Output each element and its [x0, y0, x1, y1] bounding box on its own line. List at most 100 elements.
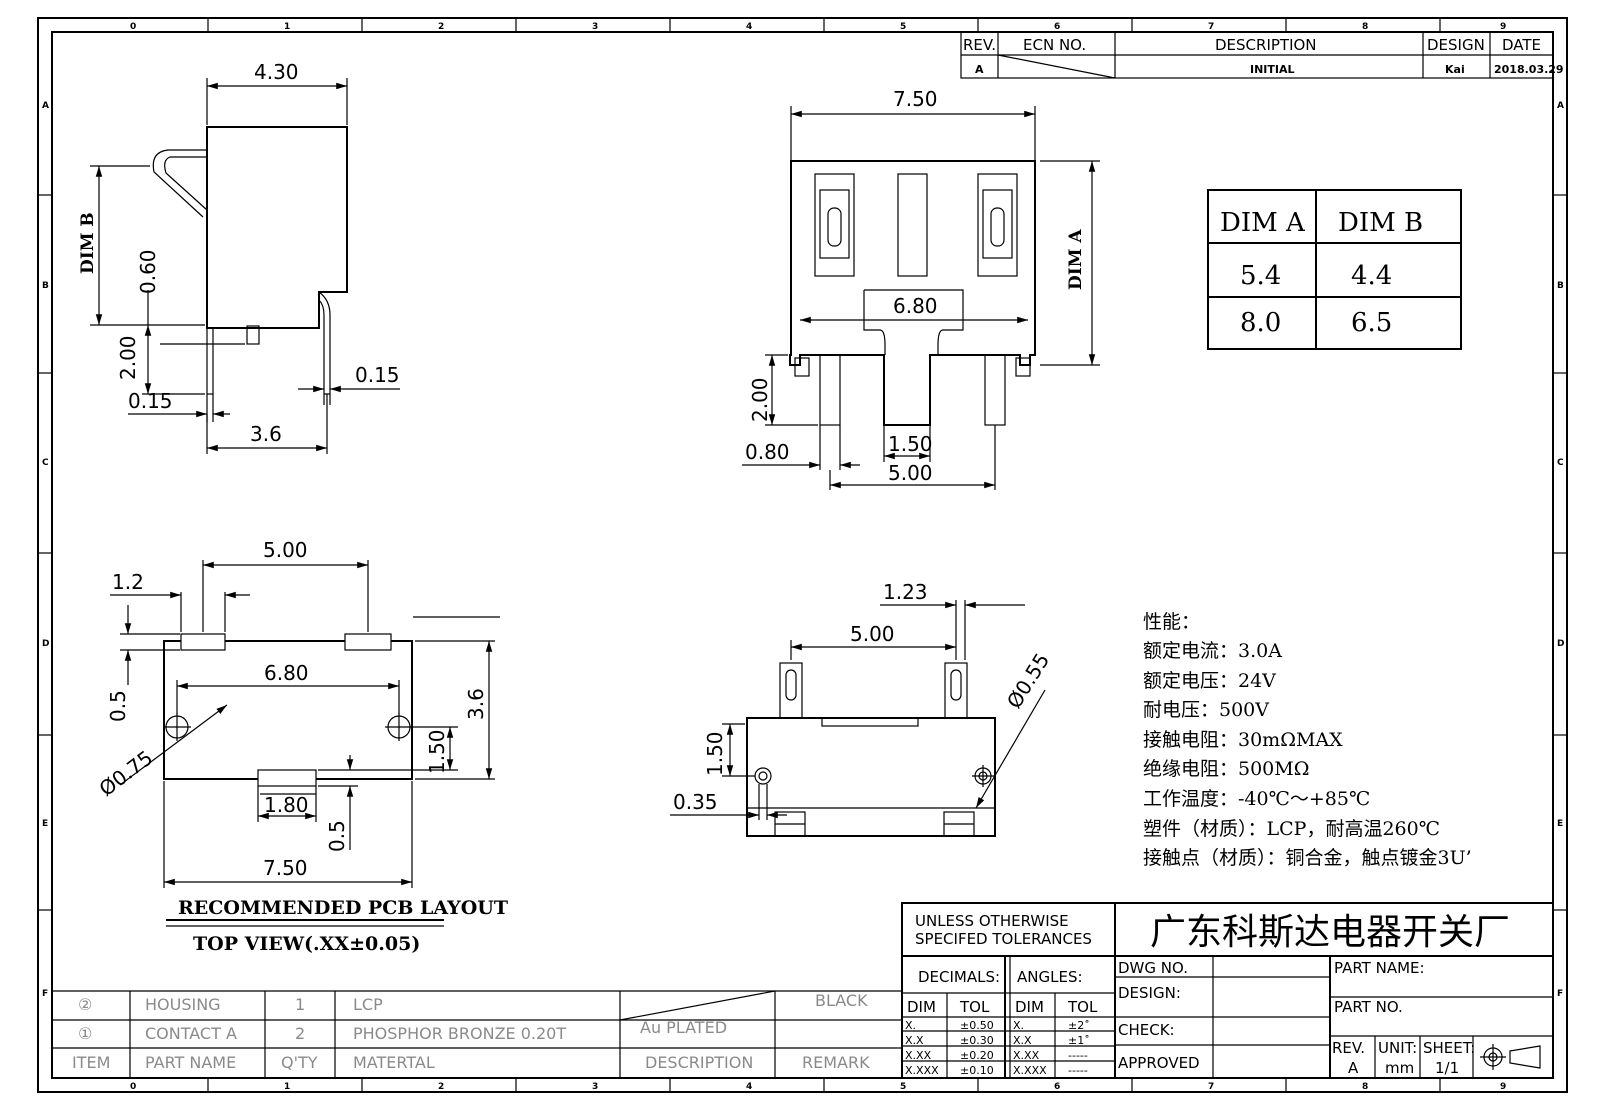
bottom-dim-1-50: 1.50 [703, 731, 727, 776]
grid-row-d-right: D [1557, 639, 1564, 649]
bottom-dim-0-35: 0.35 [673, 790, 718, 814]
tolerance-note-2: SPECIFED TOLERANCES [915, 930, 1092, 948]
description-header: DESCRIPTION [1215, 36, 1317, 54]
part-name-label: PART NAME: [1334, 959, 1425, 977]
side-dim-0-60: 0.60 [136, 249, 160, 294]
front-dim-0-80: 0.80 [745, 440, 790, 464]
company-name: 广东科斯达电器开关厂 [1150, 912, 1510, 953]
front-dim-7-50: 7.50 [893, 87, 938, 111]
tolerance-note-1: UNLESS OTHERWISE [915, 912, 1069, 930]
ang-row-1-dim: X. [1013, 1019, 1024, 1032]
bom-header-qty: Q'TY [281, 1053, 318, 1072]
bom-row-2-remark: BLACK [815, 991, 868, 1010]
dim-table-row2-a: 8.0 [1240, 308, 1281, 338]
pcb-layout: 5.00 1.2 0.5 6.80 Ø0.75 3.6 1.50 1.80 0.… [95, 538, 508, 955]
sheet-value: 1/1 [1435, 1059, 1459, 1077]
grid-col-5-bottom: 5 [900, 1082, 906, 1092]
rev-header: REV. [963, 36, 996, 54]
grid-row-d-left: D [42, 639, 49, 649]
check-label: CHECK: [1118, 1021, 1175, 1039]
front-dim-5-00: 5.00 [888, 461, 933, 485]
design-value: Kai [1445, 63, 1465, 76]
bottom-dim-phi-0-55: Ø0.55 [1002, 649, 1054, 713]
spec-line-1: 额定电流：3.0A [1143, 640, 1282, 662]
dim-table-row1-a: 5.4 [1240, 261, 1281, 291]
dec-row-4-tol: ±0.10 [960, 1064, 994, 1077]
spec-line-5: 绝缘电阻：500MΩ [1143, 758, 1309, 780]
pcb-dim-phi-0-75: Ø0.75 [95, 746, 158, 801]
sheet-label: SHEET: [1423, 1039, 1475, 1057]
dec-row-3-tol: ±0.20 [960, 1049, 994, 1062]
grid-row-a-left: A [42, 101, 49, 111]
grid-col-1-top: 1 [284, 22, 290, 32]
grid-row-a-right: A [1557, 101, 1564, 111]
dim-table-header-a: DIM A [1220, 208, 1306, 238]
grid-col-3-top: 3 [592, 22, 598, 32]
grid-col-6-top: 6 [1054, 22, 1060, 32]
date-header: DATE [1502, 36, 1541, 54]
description-value: INITIAL [1250, 63, 1295, 76]
approved-label: APPROVED [1118, 1054, 1200, 1072]
grid-col-0-top: 0 [130, 22, 136, 32]
ang-row-4-dim: X.XXX [1013, 1064, 1047, 1077]
pcb-dim-0-5-bottom: 0.5 [325, 820, 349, 852]
pcb-dim-1-50: 1.50 [425, 729, 449, 774]
grid-col-8-bottom: 8 [1362, 1082, 1368, 1092]
ang-row-2-dim: X.X [1013, 1034, 1032, 1047]
grid-col-7-bottom: 7 [1208, 1082, 1214, 1092]
dec-row-4-dim: X.XXX [905, 1064, 939, 1077]
design-header: DESIGN [1427, 36, 1485, 54]
unit-label: UNIT: [1378, 1039, 1417, 1057]
bom-row-1-desc: Au PLATED [640, 1018, 727, 1037]
spec-line-6: 工作温度：-40℃～+85℃ [1143, 788, 1370, 810]
grid-col-1-bottom: 1 [284, 1082, 290, 1092]
bom-row-1-item: ① [78, 1024, 92, 1043]
decimals-label: DECIMALS: [918, 968, 1000, 986]
rev-value: A [975, 63, 984, 76]
bom-row-2-qty: 1 [295, 995, 305, 1014]
ang-row-3-dim: X.XX [1013, 1049, 1040, 1062]
ang-row-3-tol: ----- [1068, 1049, 1088, 1062]
rev-value: A [1348, 1059, 1359, 1077]
dec-row-1-tol: ±0.50 [960, 1019, 994, 1032]
spec-line-7: 塑件（材质）：LCP，耐高温260℃ [1143, 818, 1440, 840]
specs-block: 性能： 额定电流：3.0A 额定电压：24V 耐电压：500V 接触电阻：30m… [1143, 611, 1472, 869]
spec-line-0: 性能： [1143, 611, 1200, 633]
bom-row-1-qty: 2 [295, 1024, 305, 1043]
side-dim-2-00: 2.00 [116, 335, 140, 380]
dim-table-row2-b: 6.5 [1351, 308, 1392, 338]
grid-col-6-bottom: 6 [1054, 1082, 1060, 1092]
rev-label: REV. [1332, 1039, 1365, 1057]
ang-row-1-tol: ±2˚ [1068, 1019, 1090, 1032]
side-dim-0-15-right: 0.15 [355, 363, 400, 387]
grid-row-f-right: F [1557, 989, 1563, 999]
angles-tol-header: TOL [1067, 998, 1098, 1016]
side-dim-0-15-left: 0.15 [128, 389, 173, 413]
grid-row-c-left: C [42, 458, 49, 468]
dec-row-2-tol: ±0.30 [960, 1034, 994, 1047]
side-view: 4.30 DIM B 0.60 2.00 0.15 0.15 3.6 [78, 60, 400, 454]
spec-line-3: 耐电压：500V [1143, 699, 1269, 721]
grid-col-9-top: 9 [1500, 22, 1506, 32]
revision-block: REV. ECN NO. DESCRIPTION DESIGN DATE A I… [960, 31, 1564, 79]
dec-row-2-dim: X.X [905, 1034, 924, 1047]
ecn-header: ECN NO. [1023, 36, 1086, 54]
grid-col-2-bottom: 2 [438, 1082, 444, 1092]
bottom-dim-1-23: 1.23 [883, 580, 928, 604]
bom-row-1-material: PHOSPHOR BRONZE 0.20T [353, 1024, 566, 1043]
pcb-dim-1-80: 1.80 [264, 793, 309, 817]
ang-row-2-tol: ±1˚ [1068, 1034, 1090, 1047]
pcb-layout-subtitle: TOP VIEW(.XX±0.05) [193, 933, 420, 955]
grid-col-0-bottom: 0 [130, 1082, 136, 1092]
bottom-view: 5.00 1.23 Ø0.55 1.50 0.35 [670, 580, 1054, 837]
pcb-dim-6-80: 6.80 [264, 661, 309, 685]
pcb-dim-0-5-left: 0.5 [106, 690, 130, 722]
bom-row-2-item: ② [78, 995, 92, 1014]
dec-row-3-dim: X.XX [905, 1049, 932, 1062]
grid-col-4-bottom: 4 [746, 1082, 752, 1092]
part-no-label: PART NO. [1334, 998, 1403, 1016]
side-dim-b-label: DIM B [78, 212, 98, 274]
side-dim-4-30: 4.30 [254, 60, 299, 84]
grid-col-8-top: 8 [1362, 22, 1368, 32]
dim-table: DIM A DIM B 5.4 4.4 8.0 6.5 [1207, 189, 1462, 350]
